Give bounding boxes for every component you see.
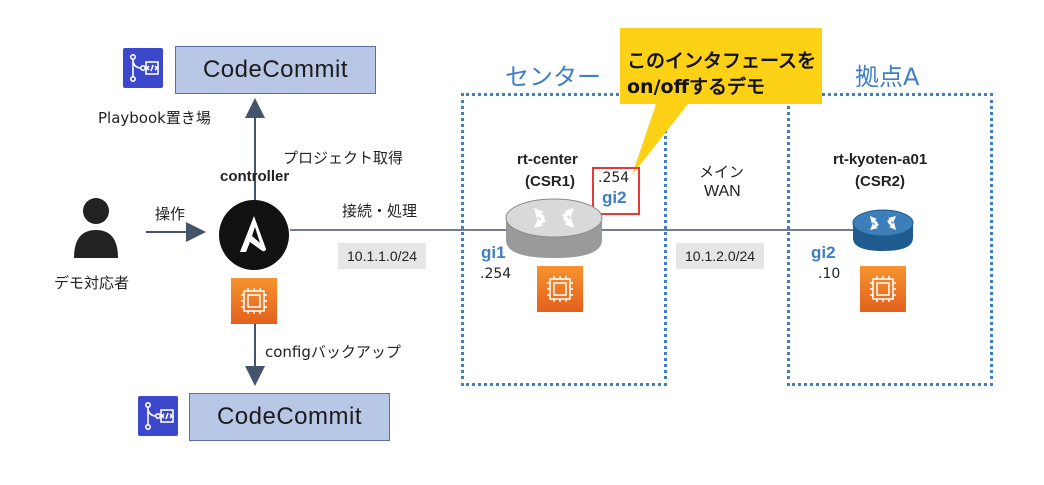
subnet2-label: 10.1.2.0/24 <box>676 243 765 269</box>
callout-text: このインタフェースを on/offするデモ <box>627 48 816 100</box>
callout-line1: このインタフェースを <box>627 50 817 72</box>
codecommit-top-icon <box>123 48 163 88</box>
kyoten-site-label: 拠点A <box>855 63 920 91</box>
codecommit-bottom-icon <box>138 396 178 436</box>
rt-kyoten-router-icon[interactable] <box>852 208 914 252</box>
user-icon <box>70 195 122 260</box>
controller-label: controller <box>220 168 290 185</box>
center-site-box <box>461 93 667 386</box>
rt-kyoten-gi2-addr: .10 <box>818 266 841 282</box>
project-fetch-label: プロジェクト取得 <box>283 149 404 167</box>
kyoten-site-box <box>787 93 993 386</box>
config-backup-label: configバックアップ <box>265 343 401 361</box>
callout-line2: on/offするデモ <box>627 76 765 98</box>
rt-center-name: rt-center <box>517 151 578 168</box>
rt-center-ec2-icon <box>537 266 583 312</box>
rt-center-gi2: gi2 <box>602 188 627 207</box>
rt-center-router-icon[interactable] <box>504 196 604 260</box>
rt-kyoten-ec2-icon <box>860 266 906 312</box>
controller-ec2-icon <box>231 278 277 324</box>
rt-kyoten-model: (CSR2) <box>855 173 906 190</box>
center-site-label: センター <box>505 63 601 91</box>
connect-label: 接続・処理 <box>342 202 418 220</box>
rt-kyoten-gi2: gi2 <box>811 243 836 262</box>
rt-center-model: (CSR1) <box>525 173 576 190</box>
playbook-label: Playbook置き場 <box>98 109 211 127</box>
codecommit-bottom[interactable]: CodeCommit <box>189 393 390 441</box>
subnet1-label: 10.1.1.0/24 <box>338 243 427 269</box>
demo-user-label: デモ対応者 <box>54 274 130 292</box>
ansible-icon[interactable] <box>219 200 289 270</box>
gi2-highlight-box <box>592 167 640 215</box>
rt-center-gi1: gi1 <box>481 243 506 262</box>
callout-bubble <box>620 28 822 175</box>
rt-kyoten-name: rt-kyoten-a01 <box>833 151 928 168</box>
operate-label: 操作 <box>155 205 186 223</box>
main-wan-line2: WAN <box>704 183 741 200</box>
rt-center-gi1-addr: .254 <box>480 266 512 282</box>
codecommit-top[interactable]: CodeCommit <box>175 46 376 94</box>
rt-center-gi2-addr: .254 <box>598 170 630 186</box>
main-wan-line1: メイン <box>699 163 745 181</box>
